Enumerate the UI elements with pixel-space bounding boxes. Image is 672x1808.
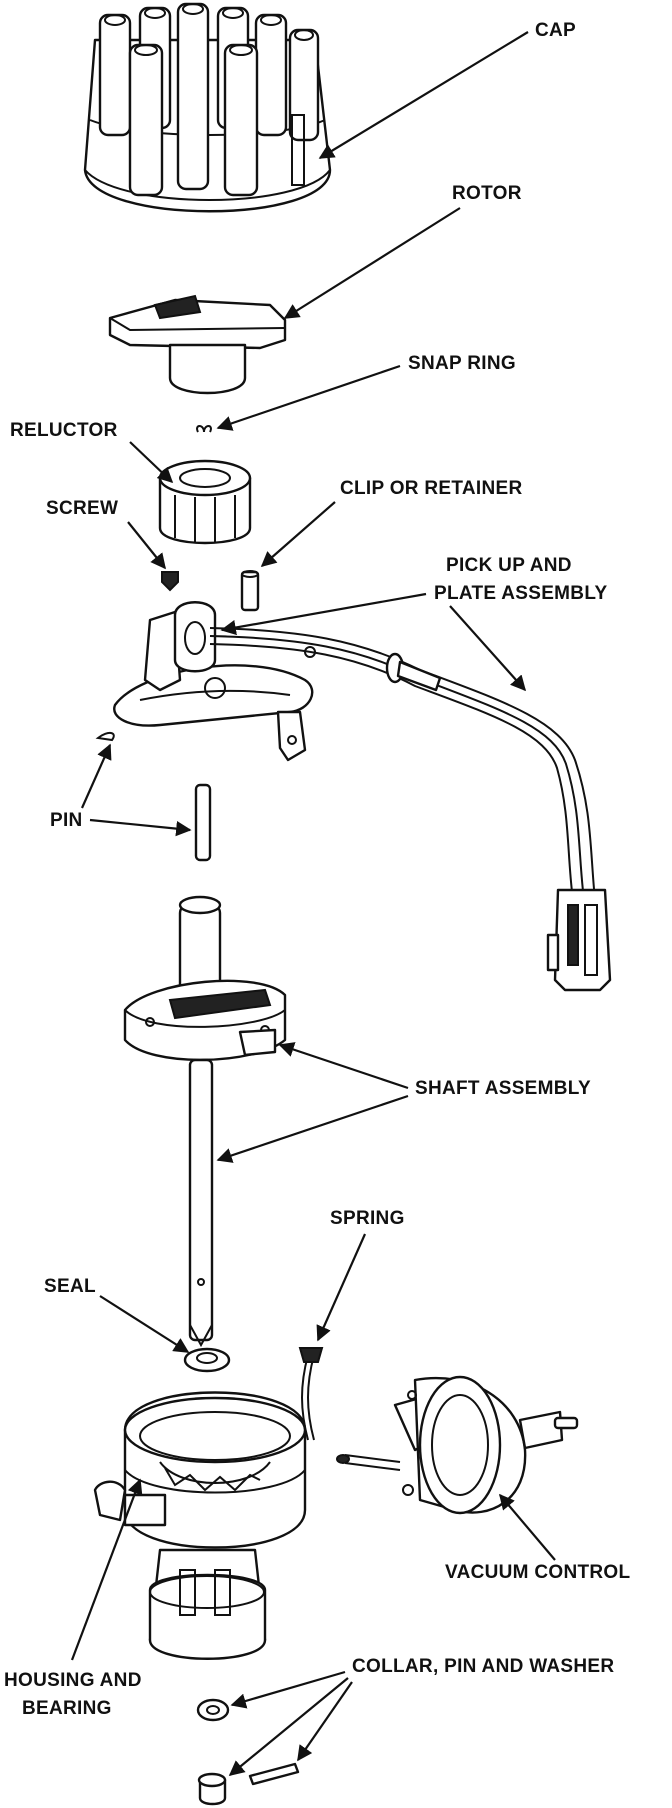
collar-leader-washer — [230, 1670, 346, 1709]
shaft-assembly-label: SHAFT ASSEMBLY — [415, 1078, 591, 1099]
snap-ring-leader — [216, 364, 401, 431]
shaft-assembly-leader-shaft — [216, 1094, 409, 1163]
collar-leader-pin — [297, 1681, 353, 1762]
collar-pin-washer-label: COLLAR, PIN AND WASHER — [352, 1656, 614, 1677]
pick-up-label-line2: PLATE ASSEMBLY — [434, 583, 607, 604]
pin-leader-long — [89, 818, 192, 837]
distributor-cap — [83, 2, 332, 213]
housing-label-line1: HOUSING AND — [4, 1670, 142, 1691]
spring-label: SPRING — [330, 1208, 405, 1229]
rotor-label: ROTOR — [452, 183, 522, 204]
clip-or-retainer-label: CLIP OR RETAINER — [340, 478, 523, 499]
collar-pin-washer — [196, 1698, 300, 1806]
pick-up-plate-assembly — [113, 601, 612, 992]
rotor — [108, 294, 287, 395]
pin — [95, 732, 212, 862]
pick-up-label-line1: PICK UP AND — [446, 555, 572, 576]
spring-leader — [316, 1233, 367, 1342]
pin-leader-small — [80, 743, 112, 809]
vacuum-control-label: VACUUM CONTROL — [445, 1562, 630, 1583]
clip-or-retainer — [240, 570, 260, 612]
reluctor-leader — [129, 441, 174, 484]
pin-label: PIN — [50, 810, 83, 831]
collar-leader-collar — [228, 1677, 349, 1776]
housing-leader — [70, 1478, 143, 1661]
rotor-leader — [283, 207, 461, 319]
cap-label: CAP — [535, 20, 576, 41]
vacuum-control-leader — [499, 1493, 556, 1561]
screw-leader — [127, 521, 166, 570]
shaft-assembly — [123, 895, 287, 1348]
reluctor — [158, 459, 252, 545]
screw-label: SCREW — [46, 498, 118, 519]
housing-label-line2: BEARING — [22, 1698, 112, 1719]
seal-leader — [99, 1295, 190, 1353]
seal-label: SEAL — [44, 1276, 96, 1297]
pick-up-leader-wires — [449, 605, 527, 692]
cap-leader — [318, 31, 529, 159]
screw — [161, 571, 179, 592]
seal — [183, 1347, 231, 1373]
snap-ring — [196, 425, 212, 433]
snap-ring-label: SNAP RING — [408, 353, 516, 374]
clip-or-retainer-leader — [260, 501, 336, 568]
shaft-assembly-leader-top — [278, 1042, 409, 1090]
pick-up-leader-plate — [220, 592, 427, 636]
vacuum-control — [336, 1375, 579, 1515]
reluctor-label: RELUCTOR — [10, 420, 118, 441]
housing-and-bearing — [93, 1391, 307, 1660]
